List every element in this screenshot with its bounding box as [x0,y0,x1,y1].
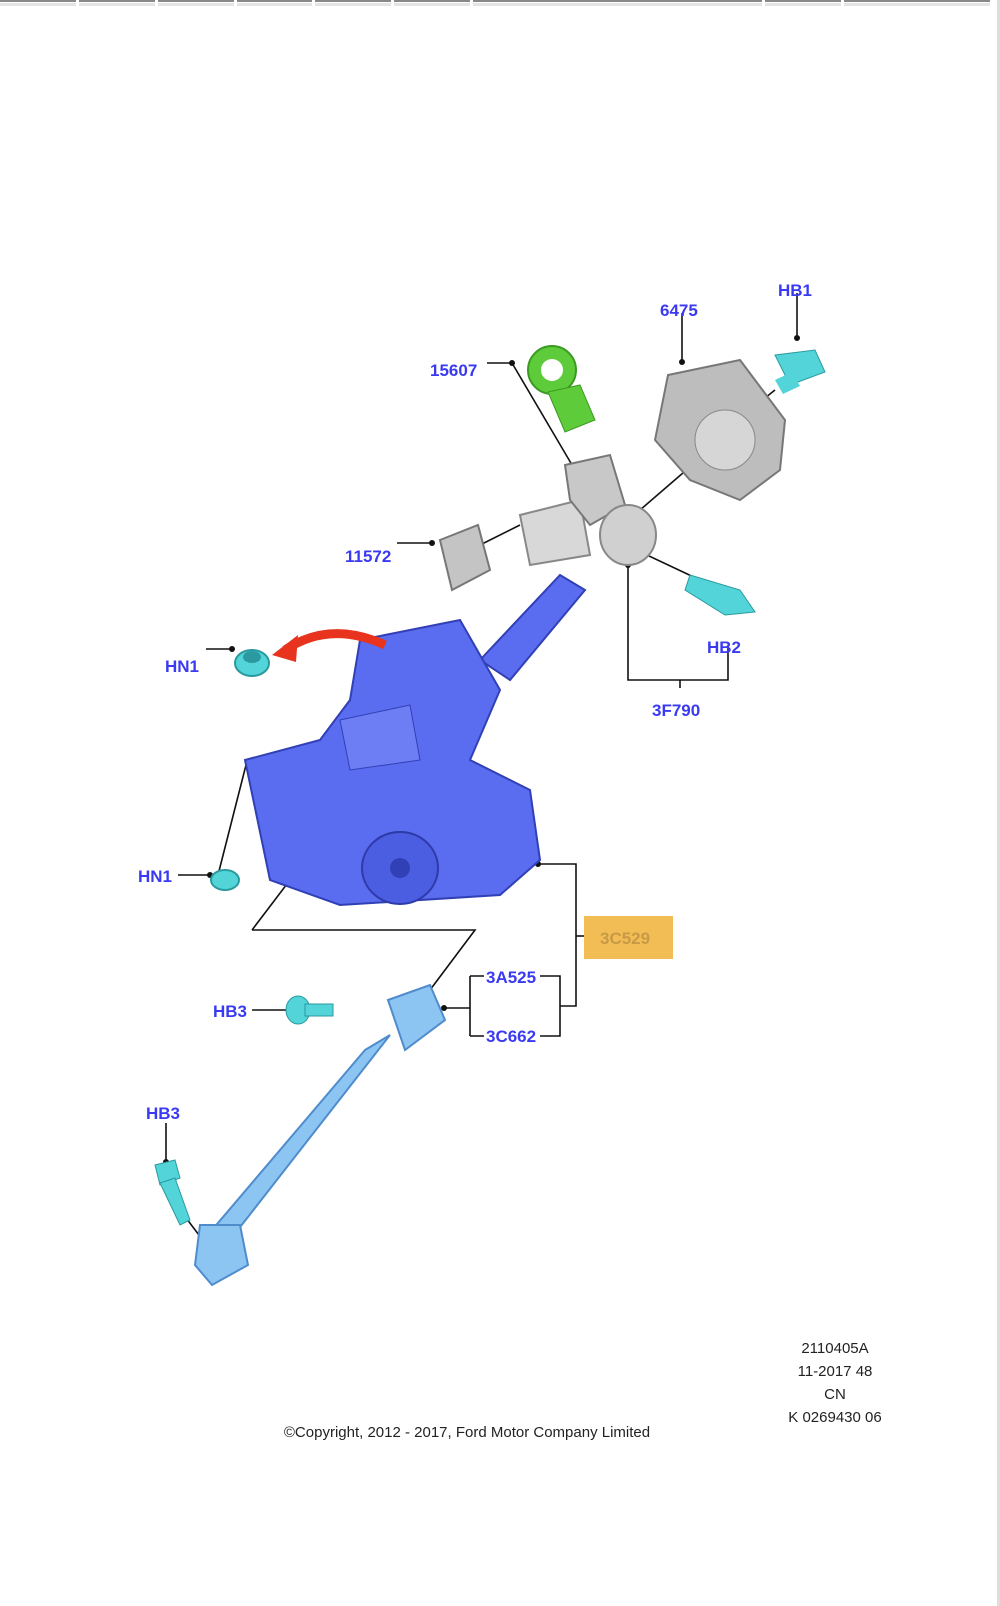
steering-column [243,573,587,907]
drawing-number: 2110405A [801,1340,868,1357]
drawing-info: 2110405A 11-2017 48 CN K 0269430 06 [788,1340,881,1426]
nut-hn1-top [234,649,270,677]
bolt-hb1 [774,349,826,394]
callout-hb3-mid[interactable]: HB3 [213,1002,247,1021]
drawing-code: K 0269430 06 [788,1409,881,1426]
bolt-hb3-low [154,1159,191,1226]
callout-hb1[interactable]: HB1 [778,281,812,300]
callout-6475[interactable]: 6475 [660,301,698,320]
callout-3f790[interactable]: 3F790 [652,701,700,720]
part-11572 [438,523,492,592]
intermediate-shaft [193,983,447,1287]
lock-housing [518,453,657,567]
bolt-hb2 [684,574,756,616]
highlight-3c529 [584,916,673,959]
callout-15607[interactable]: 15607 [430,361,477,380]
green-clip-15607 [527,345,596,433]
callout-3c529[interactable]: 3C529 [600,929,650,948]
scrollbar-edge [997,0,1000,1606]
removal-arrow [272,629,387,662]
copyright-text: ©Copyright, 2012 - 2017, Ford Motor Comp… [284,1424,650,1441]
callout-hn1-top[interactable]: HN1 [165,657,199,676]
clockspring-6475 [653,358,787,502]
drawing-region: CN [824,1386,846,1403]
callout-hb3-low[interactable]: HB3 [146,1104,180,1123]
callout-3c662[interactable]: 3C662 [486,1027,536,1046]
top-tab-strip [0,0,991,7]
bolt-hb3-mid [285,995,334,1025]
callout-hn1-bottom[interactable]: HN1 [138,867,172,886]
callout-3a525[interactable]: 3A525 [486,968,536,987]
nut-hn1-bottom [210,869,240,891]
drawing-date: 11-2017 48 [798,1363,873,1380]
callout-hb2[interactable]: HB2 [707,638,741,657]
callout-11572[interactable]: 11572 [345,547,391,566]
